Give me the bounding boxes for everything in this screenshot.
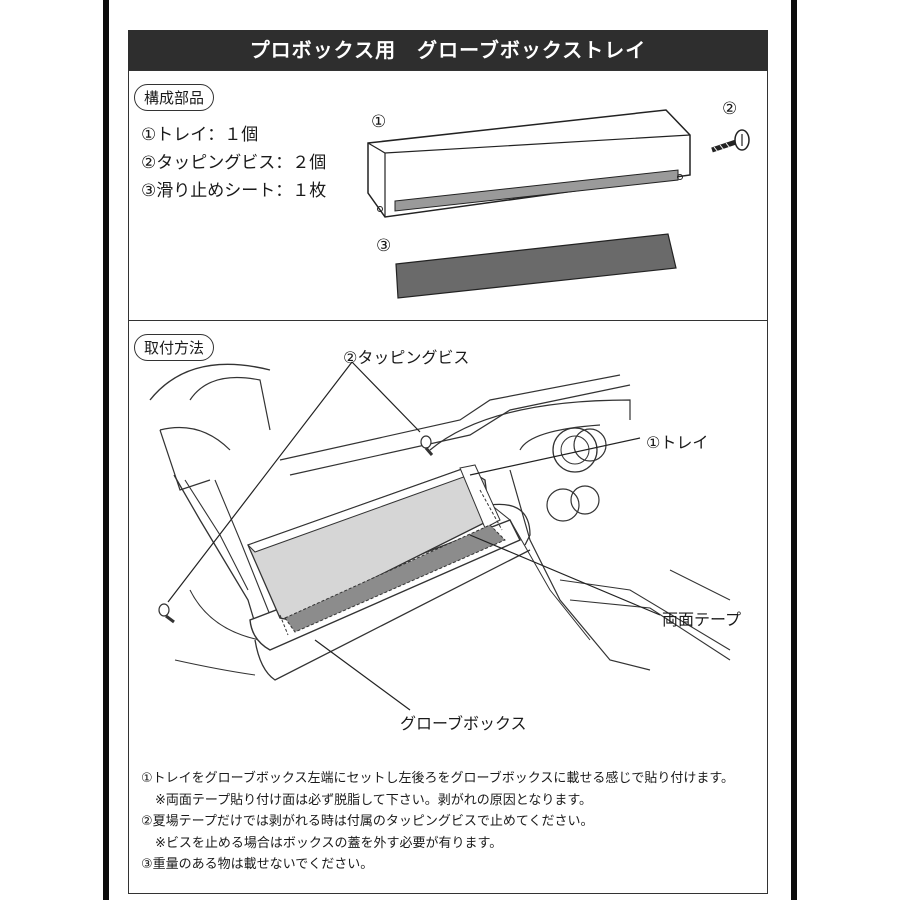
parts-item-sheet: ③滑り止めシート：１枚 [141,181,327,201]
callout-screw: ②タッピングビス [343,348,470,367]
page-title: プロボックス用 グローブボックストレイ [128,30,768,70]
callout-tape: 両面テープ [662,610,742,629]
note-3: ③重量のある物は載せないでください。 [141,857,374,872]
tray-part-drawing [367,109,691,218]
figure-number-screw: ② [722,99,738,119]
install-section [128,320,768,760]
parts-section [128,70,768,320]
figure-number-sheet: ③ [376,236,392,256]
left-border-bar [103,0,109,900]
figure-number-tray: ① [371,112,387,132]
install-section-label: 取付方法 [134,334,215,361]
parts-section-label: 構成部品 [134,84,215,111]
callout-glovebox: グローブボックス [400,714,527,733]
notes-block: ①トレイをグローブボックス左端にセットし左後ろをグローブボックスに載せる感じで貼… [141,768,761,876]
anti-slip-sheet-drawing [395,233,677,299]
right-border-bar [791,0,797,900]
screw-part-drawing [711,129,750,153]
parts-item-tray: ①トレイ：１個 [141,125,259,145]
note-2-caution: ※ビスを止める場合はボックスの蓋を外す必要が有ります。 [155,835,503,851]
parts-item-screw: ②タッピングビス：２個 [141,153,327,173]
left-margin [0,0,103,900]
callout-tray: ①トレイ [646,433,709,452]
installation-diagram [149,361,731,711]
note-1: ①トレイをグローブボックス左端にセットし左後ろをグローブボックスに載せる感じで貼… [141,771,735,786]
note-1-caution: ※両面テープ貼り付け面は必ず脱脂して下さい。剥がれの原因となります。 [155,792,593,808]
note-2: ②夏場テープだけでは剥がれる時は付属のタッピングビスで止めてください。 [141,814,594,829]
